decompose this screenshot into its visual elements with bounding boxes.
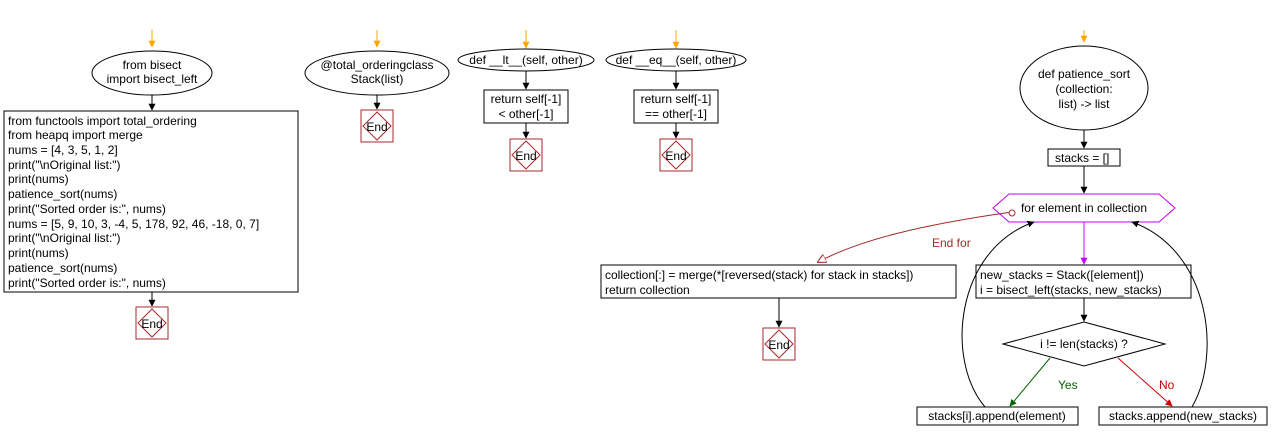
body-line: i = bisect_left(stacks, new_stacks) [980,283,1162,297]
end-node-diamond [661,140,691,170]
loop-label: for element in collection [1021,201,1147,215]
end-node-label: End [366,120,387,134]
start-node-line-2: Stack(list) [351,72,404,86]
yes-action-block[interactable] [916,406,1079,426]
end-node-diamond [764,329,794,359]
edge-loop-exit [818,211,1013,262]
start-node-line-1: def patience_sort [1038,67,1131,81]
start-node-line-2: (collection: [1055,82,1112,96]
code-line: nums = [5, 9, 10, 3, -4, 5, 178, 92, 46,… [8,217,259,231]
flow-class-stack: @total_orderingclass Stack(list) End [304,30,450,143]
start-node-line-3: list) -> list [1059,97,1111,111]
end-node-label: End [768,338,789,352]
code-line: nums = [4, 3, 5, 1, 2] [8,143,118,157]
decision-node[interactable] [1001,321,1167,367]
code-line: print(nums) [8,172,69,186]
result-line: return collection [605,283,690,297]
code-block[interactable] [3,110,299,293]
code-line: print("\nOriginal list:") [8,158,121,172]
end-node-diamond [511,140,541,170]
body-line: new_stacks = Stack([element]) [980,268,1144,282]
no-action-label: stacks.append(new_stacks) [1109,409,1257,423]
code-line: print("Sorted order is:", nums) [8,276,166,290]
code-line: return self[-1] [641,92,712,106]
edge-loopback-right [1131,220,1208,408]
code-line: < other[-1] [498,107,553,121]
code-line: print(nums) [8,246,69,260]
code-block[interactable] [633,89,719,124]
flow-patience-sort: def patience_sort (collection: list) -> … [600,30,1268,426]
flow-module: from bisect import bisect_left from func… [3,30,299,340]
edge-loopback-left [961,220,1035,408]
no-label: No [1159,378,1175,392]
start-node-line-2: import bisect_left [107,72,198,86]
result-block[interactable] [600,264,957,299]
decision-label: i != len(stacks) ? [1040,337,1128,351]
end-node[interactable] [659,138,693,172]
code-line: patience_sort(nums) [8,187,117,201]
start-node-label: def __lt__(self, other) [469,53,582,67]
code-line: from heapq import merge [8,128,143,142]
end-node[interactable] [360,109,394,143]
init-label: stacks = [] [1055,151,1109,165]
end-node[interactable] [509,138,543,172]
body-block[interactable] [975,264,1192,299]
no-action-block[interactable] [1098,406,1268,426]
start-node-line-1: @total_orderingclass [321,58,434,72]
yes-label: Yes [1058,378,1078,392]
edge-no [1117,357,1173,407]
yes-action-label: stacks[i].append(element) [928,409,1065,423]
code-line: print("\nOriginal list:") [8,231,121,245]
end-node[interactable] [762,327,796,361]
result-line: collection[:] = merge(*[reversed(stack) … [605,268,913,282]
code-line: print("Sorted order is:", nums) [8,202,166,216]
code-line: from functools import total_ordering [8,114,197,128]
end-node[interactable] [135,306,169,340]
flow-lt: def __lt__(self, other) return self[-1] … [457,30,595,172]
end-node-diamond [137,308,167,338]
code-line: patience_sort(nums) [8,261,117,275]
start-node-label: def __eq__(self, other) [616,53,737,67]
flow-eq: def __eq__(self, other) return self[-1] … [605,30,747,172]
edge-yes [1009,357,1051,407]
loop-exit-label: End for [932,236,971,250]
code-line: == other[-1] [645,107,707,121]
code-line: return self[-1] [491,92,562,106]
loop-exit-dot [1008,209,1016,217]
code-block[interactable] [483,89,569,124]
end-node-label: End [141,317,162,331]
end-node-label: End [665,149,686,163]
end-node-label: End [515,149,536,163]
loop-node[interactable] [992,193,1176,223]
start-node-line-1: from bisect [123,58,182,72]
end-node-diamond [362,111,392,141]
